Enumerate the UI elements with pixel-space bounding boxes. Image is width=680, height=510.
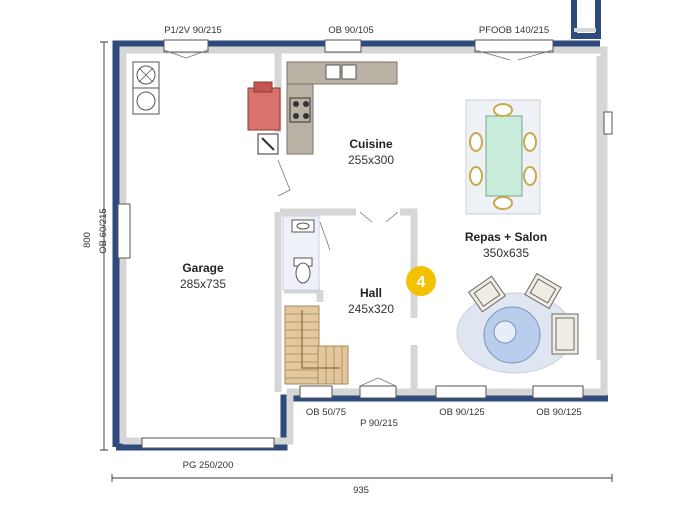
number-badge-label: 4 [417,274,426,291]
room-name-repas-salon: Repas + Salon [465,230,547,244]
room-name-garage: Garage [182,261,224,275]
staircase [284,305,349,385]
opening-label-top-left: P1/2V 90/215 [164,25,222,36]
opening-label-left: OB 60/215 [98,208,109,253]
room-size-cuisine: 255x300 [348,153,394,167]
room-name-cuisine: Cuisine [349,137,393,151]
opening-label-bottom-entry: P 90/215 [360,418,398,429]
room-size-hall: 245x320 [348,302,394,316]
opening-label-bottom-salon-1: OB 90/125 [439,407,484,418]
room-size-repas-salon: 350x635 [483,246,529,260]
dimension-height-label: 800 [82,232,93,248]
lounge-furniture [456,272,579,374]
number-badge: 4 [406,266,436,296]
opening-label-bottom-wc: OB 50/75 [306,407,346,418]
opening-label-top-mid: OB 90/105 [328,25,373,36]
opening-label-bottom-salon-2: OB 90/125 [536,407,581,418]
opening-symbols [117,39,613,449]
room-size-garage: 285x735 [180,277,226,291]
boiler-unit [247,81,281,155]
dimension-lines [100,41,613,482]
dining-table [465,99,541,215]
dimension-width-label: 935 [353,485,369,496]
room-name-hall: Hall [360,286,382,300]
opening-label-top-right: PFOOB 140/215 [479,25,549,36]
wc-fixtures [282,215,320,291]
opening-label-bottom-garage: PG 250/200 [183,460,234,471]
kitchen-counter [286,61,398,155]
door-swings [163,49,554,387]
garage-appliances [132,61,160,115]
